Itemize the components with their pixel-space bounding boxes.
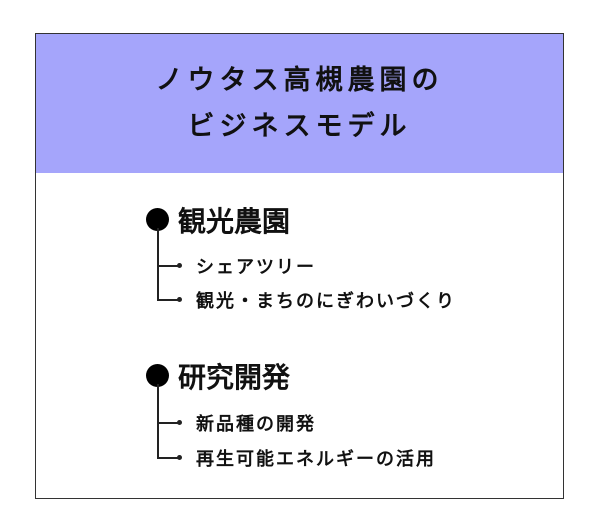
list-item: シェアツリー: [196, 257, 316, 278]
bullet-icon: [146, 208, 169, 231]
title-line-2: ビジネスモデル: [187, 110, 412, 142]
branch-dot-icon: [177, 263, 182, 268]
list-item: 観光・まちのにぎわいづくり: [196, 291, 456, 312]
list-item: 新品種の開発: [196, 414, 316, 435]
branch-dot-icon: [177, 420, 182, 425]
branch-line: [157, 299, 179, 301]
header-banner: ノウタス高槻農園の ビジネスモデル: [36, 34, 563, 173]
tree-line: [157, 384, 159, 458]
tree-line: [157, 228, 159, 300]
branch-line: [157, 265, 179, 267]
branch-line: [157, 422, 179, 424]
section-heading: 観光農園: [178, 205, 291, 238]
branch-dot-icon: [177, 297, 182, 302]
diagram-frame: ノウタス高槻農園の ビジネスモデル 観光農園 シェアツリー 観光・まちのにぎわい…: [35, 33, 564, 499]
list-item: 再生可能エネルギーの活用: [196, 449, 436, 470]
section-heading: 研究開発: [178, 361, 291, 394]
branch-line: [157, 457, 179, 459]
title-line-1: ノウタス高槻農園の: [155, 64, 444, 96]
branch-dot-icon: [177, 455, 182, 460]
bullet-icon: [146, 364, 169, 387]
